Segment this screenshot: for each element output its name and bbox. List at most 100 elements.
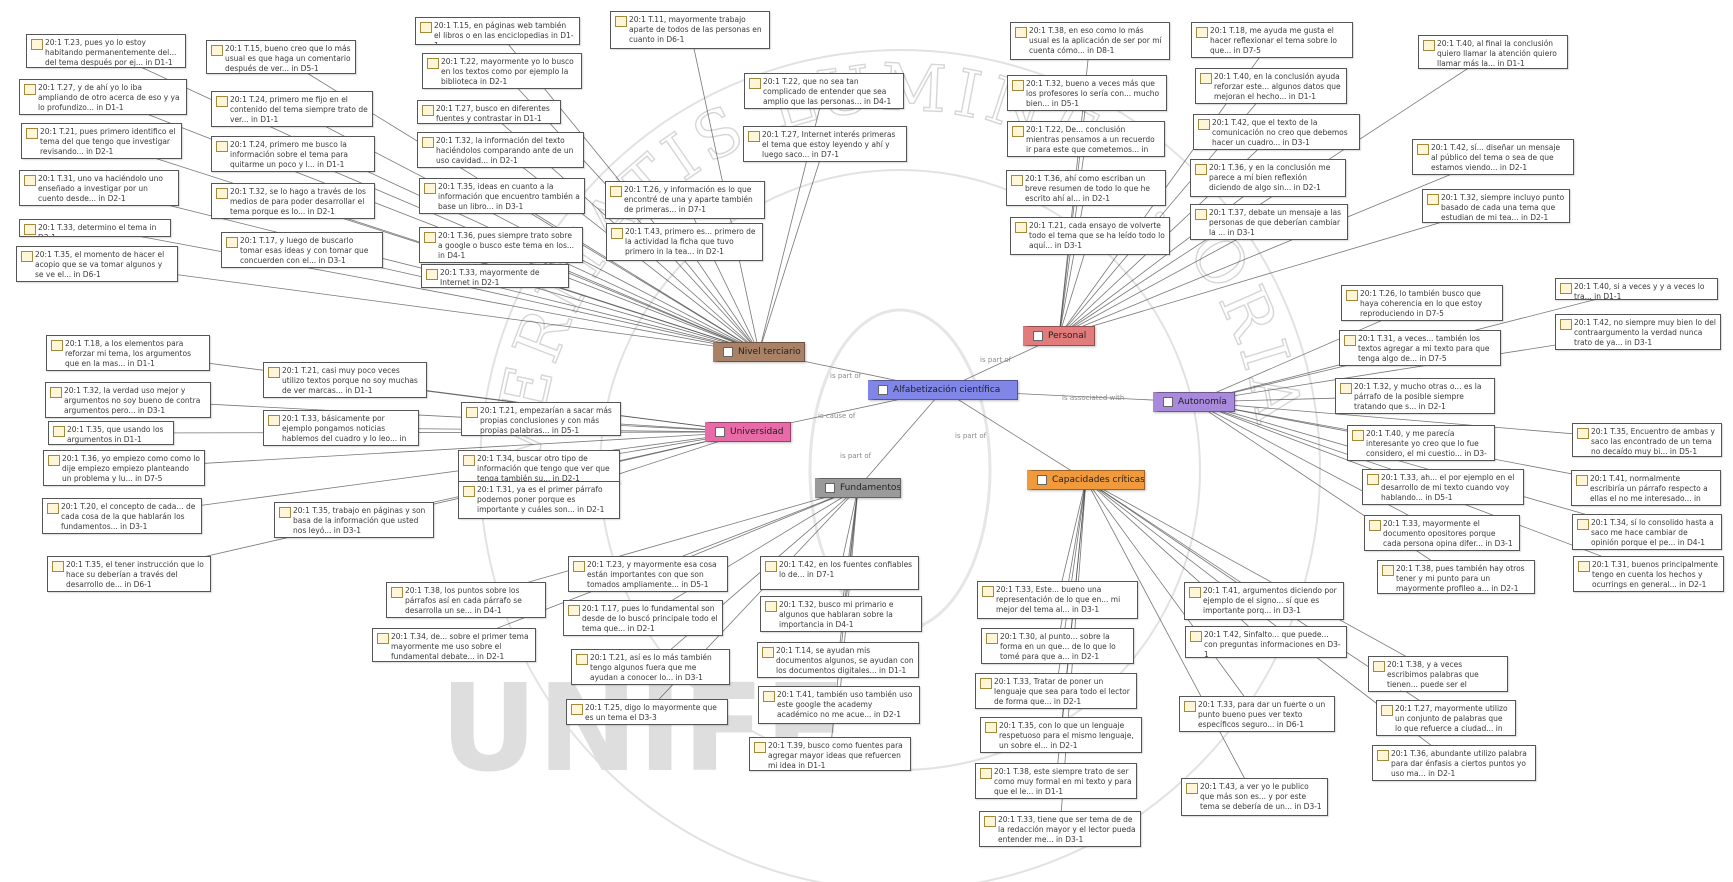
quotation-box[interactable]: 20:1 T.40, si a veces y y a veces lo tra… (1555, 278, 1718, 300)
quotation-box[interactable]: 20:1 T.33, Tratar de poner un lenguaje q… (975, 673, 1137, 709)
quotation-box[interactable]: 20:1 T.24, primero me busco la informaci… (211, 136, 375, 172)
quotation-box[interactable]: 20:1 T.42, Sinfalto... que puede... con … (1185, 626, 1347, 658)
quotation-box[interactable]: 20:1 T.35, con lo que un lenguaje respet… (980, 717, 1142, 753)
quotation-box[interactable]: 20:1 T.32, la información del texto haci… (417, 132, 584, 168)
quotation-box[interactable]: 20:1 T.32, la verdad uso mejor y argumen… (45, 382, 211, 418)
quotation-box[interactable]: 20:1 T.41, argumentos diciendo por ejemp… (1184, 582, 1344, 620)
quotation-box[interactable]: 20:1 T.42, en los fuentes confiables lo … (760, 556, 919, 590)
quotation-box[interactable]: 20:1 T.32, bueno a veces más que los pro… (1007, 75, 1167, 111)
quotation-box[interactable]: 20:1 T.27, busco en diferentes fuentes y… (417, 100, 561, 124)
quotation-box[interactable]: 20:1 T.33, Este... bueno una representac… (977, 581, 1138, 619)
quotation-box[interactable]: 20:1 T.21, pues primero identifico el te… (21, 123, 182, 159)
quotation-box[interactable]: 20:1 T.31, buenos principalmente tengo e… (1573, 556, 1724, 592)
quotation-box[interactable]: 20:1 T.38, pues también hay otros tener … (1377, 560, 1535, 594)
quotation-box[interactable]: 20:1 T.33, tiene que ser tema de de la r… (979, 811, 1141, 847)
quotation-box[interactable]: 20:1 T.34, sí lo consolido hasta a saco … (1572, 514, 1722, 550)
quotation-box[interactable]: 20:1 T.34, buscar otro tipo de informaci… (458, 450, 620, 484)
quotation-box[interactable]: 20:1 T.43, primero es... primero de la a… (606, 223, 763, 261)
quotation-box[interactable]: 20:1 T.17, y luego de buscarlo tomar esa… (221, 232, 383, 268)
quotation-box[interactable]: 20:1 T.17, pues lo fundamental son desde… (563, 600, 723, 636)
quotation-box[interactable]: 20:1 T.36, pues siempre trato sobre a go… (419, 227, 583, 263)
quotation-box[interactable]: 20:1 T.27, Internet interés primeras el … (743, 126, 907, 162)
code-node-independence[interactable]: Autonomía (1153, 392, 1235, 412)
quotation-text: 20:1 T.27, y de ahí yo lo iba ampliando … (38, 83, 180, 112)
quotation-box[interactable]: 20:1 T.14, se ayudan mis documentos algu… (757, 642, 919, 678)
quotation-box[interactable]: 20:1 T.33, determino el tema in D3-1 (19, 219, 171, 237)
code-node-personal[interactable]: Personal (1023, 326, 1095, 346)
quotation-box[interactable]: 20:1 T.25, digo lo mayormente que es un … (566, 699, 728, 725)
quotation-box[interactable]: 20:1 T.21, casi muy poco veces utilizo t… (263, 362, 427, 398)
quotation-box[interactable]: 20:1 T.42, no siempre muy bien lo del co… (1555, 314, 1721, 350)
quotation-box[interactable]: 20:1 T.33, básicamente por ejemplo ponga… (263, 410, 419, 446)
quotation-box[interactable]: 20:1 T.31, ya es el primer párrafo podem… (458, 481, 620, 519)
quotation-box[interactable]: 20:1 T.43, a ver yo le publico que más s… (1181, 778, 1328, 816)
quotation-box[interactable]: 20:1 T.38, este siempre trato de ser com… (975, 763, 1137, 799)
quotation-box[interactable]: 20:1 T.35, que usando los argumentos in … (48, 421, 174, 445)
quotation-text: 20:1 T.11, mayormente trabajo aparte de … (629, 15, 762, 44)
quotation-box[interactable]: 20:1 T.40, y me parecía interesante yo c… (1347, 425, 1495, 461)
quotation-box[interactable]: 20:1 T.40, al final la conclusión quiero… (1418, 35, 1568, 69)
quote-link (128, 431, 749, 575)
quotation-box[interactable]: 20:1 T.33, mayormente el documento oposi… (1364, 515, 1520, 551)
quotation-box[interactable]: 20:1 T.31, a veces... también los textos… (1339, 330, 1501, 366)
quotation-box[interactable]: 20:1 T.41, normalmente escribiría un pár… (1571, 470, 1721, 506)
quotation-icon (21, 251, 33, 262)
quotation-box[interactable]: 20:1 T.15, en páginas web también el lib… (415, 17, 580, 45)
quotation-box[interactable]: 20:1 T.22, que no sea tan complicado de … (744, 73, 904, 109)
quotation-box[interactable]: 20:1 T.41, también uso también uso este … (758, 686, 920, 724)
quotation-box[interactable]: 20:1 T.22, mayormente yo lo busco en los… (422, 53, 582, 89)
quotation-box[interactable]: 20:1 T.15, bueno creo que lo más usual e… (206, 40, 356, 74)
code-node-fundamental[interactable]: Fundamentos (815, 478, 901, 498)
quotation-box[interactable]: 20:1 T.34, de... sobre el primer tema ma… (372, 628, 536, 662)
quotation-box[interactable]: 20:1 T.32, busco mi primario e algunos q… (760, 596, 922, 632)
quotation-text: 20:1 T.31, uno va haciéndolo uno enseñad… (38, 174, 163, 203)
quotation-box[interactable]: 20:1 T.23, y mayormente esa cosa están i… (568, 556, 728, 592)
quotation-box[interactable]: 20:1 T.26, lo también busco que haya coh… (1341, 285, 1503, 321)
quotation-box[interactable]: 20:1 T.37, debate un mensaje a las perso… (1190, 204, 1348, 240)
quotation-text: 20:1 T.23, y mayormente esa cosa están i… (587, 560, 717, 589)
quotation-box[interactable]: 20:1 T.36, ahí como escriban un breve re… (1006, 170, 1166, 206)
quotation-box[interactable]: 20:1 T.35, el momento de hacer el acopio… (16, 246, 178, 282)
code-node-competencies[interactable]: Capacidades críticas (1027, 470, 1145, 490)
quotation-box[interactable]: 20:1 T.35, el tener instrucción que lo h… (47, 556, 211, 592)
quotation-box[interactable]: 20:1 T.39, busco como fuentes para agreg… (749, 737, 911, 771)
quotation-box[interactable]: 20:1 T.42, sí... diseñar un mensaje al p… (1412, 139, 1574, 175)
quotation-box[interactable]: 20:1 T.21, así es lo más también tengo a… (571, 649, 730, 685)
quotation-box[interactable]: 20:1 T.32, se lo hago a través de los me… (211, 183, 375, 219)
quotation-box[interactable]: 20:1 T.32, y mucho otras o... es la párr… (1335, 378, 1495, 414)
quotation-box[interactable]: 20:1 T.33, mayormente de Internet in D2-… (421, 264, 569, 288)
quotation-box[interactable]: 20:1 T.33, ah... el por ejemplo en el de… (1362, 469, 1524, 505)
quotation-box[interactable]: 20:1 T.23, pues yo lo estoy habitando pe… (26, 34, 186, 68)
quotation-box[interactable]: 20:1 T.38, los puntos sobre los párrafos… (386, 582, 546, 618)
quotation-box[interactable]: 20:1 T.30, al punto... sobre la forma en… (981, 628, 1134, 664)
code-node-central[interactable]: Alfabetización científica (868, 380, 1018, 400)
quotation-box[interactable]: 20:1 T.38, y a veces escribimos palabras… (1368, 656, 1508, 692)
quotation-icon (1578, 561, 1590, 572)
quotation-box[interactable]: 20:1 T.11, mayormente trabajo aparte de … (610, 11, 770, 49)
quotation-box[interactable]: 20:1 T.42, que el texto de la comunicaci… (1193, 114, 1360, 150)
quotation-text: 20:1 T.33, para dar un fuerte o un punto… (1198, 700, 1326, 729)
code-node-tertiary[interactable]: Nivel terciario (713, 342, 805, 362)
quotation-box[interactable]: 20:1 T.21, cada ensayo de volverte todo … (1010, 217, 1170, 255)
quotation-box[interactable]: 20:1 T.18, a los elementos para reforzar… (46, 335, 210, 371)
quotation-box[interactable]: 20:1 T.36, yo empiezo como como lo dije … (43, 450, 205, 486)
quotation-box[interactable]: 20:1 T.27, mayormente utilizo un conjunt… (1376, 700, 1516, 736)
quotation-box[interactable]: 20:1 T.36, abundante utilizo palabra par… (1372, 745, 1536, 781)
quotation-box[interactable]: 20:1 T.31, uno va haciéndolo uno enseñad… (19, 170, 179, 206)
quotation-box[interactable]: 20:1 T.38, en eso como lo más usual es l… (1010, 22, 1170, 60)
quotation-box[interactable]: 20:1 T.22, De... conclusión mientras pen… (1007, 121, 1165, 157)
quotation-box[interactable]: 20:1 T.24, primero me fijo en el conteni… (211, 91, 373, 127)
quotation-box[interactable]: 20:1 T.21, empezarían a sacar más propia… (461, 402, 621, 436)
quotation-box[interactable]: 20:1 T.35, Encuentro de ambas y saco las… (1572, 423, 1722, 457)
quotation-box[interactable]: 20:1 T.40, en la conclusión ayuda reforz… (1195, 68, 1347, 104)
quotation-box[interactable]: 20:1 T.26, y información es lo que encon… (605, 181, 765, 219)
quotation-box[interactable]: 20:1 T.35, trabajo en páginas y son basa… (274, 502, 434, 538)
quotation-box[interactable]: 20:1 T.36, y en la conclusión me parece … (1190, 159, 1346, 197)
quotation-box[interactable]: 20:1 T.32, siempre incluyo punto basado … (1422, 189, 1570, 223)
quotation-box[interactable]: 20:1 T.35, ideas en cuanto a la informac… (419, 178, 585, 214)
quotation-box[interactable]: 20:1 T.18, me ayuda me gusta el hacer re… (1191, 22, 1353, 58)
code-node-university[interactable]: Universidad (705, 422, 791, 442)
quotation-box[interactable]: 20:1 T.20, el concepto de cada... de cad… (42, 498, 202, 534)
quotation-box[interactable]: 20:1 T.27, y de ahí yo lo iba ampliando … (19, 79, 187, 115)
quotation-box[interactable]: 20:1 T.33, para dar un fuerte o un punto… (1179, 696, 1335, 732)
